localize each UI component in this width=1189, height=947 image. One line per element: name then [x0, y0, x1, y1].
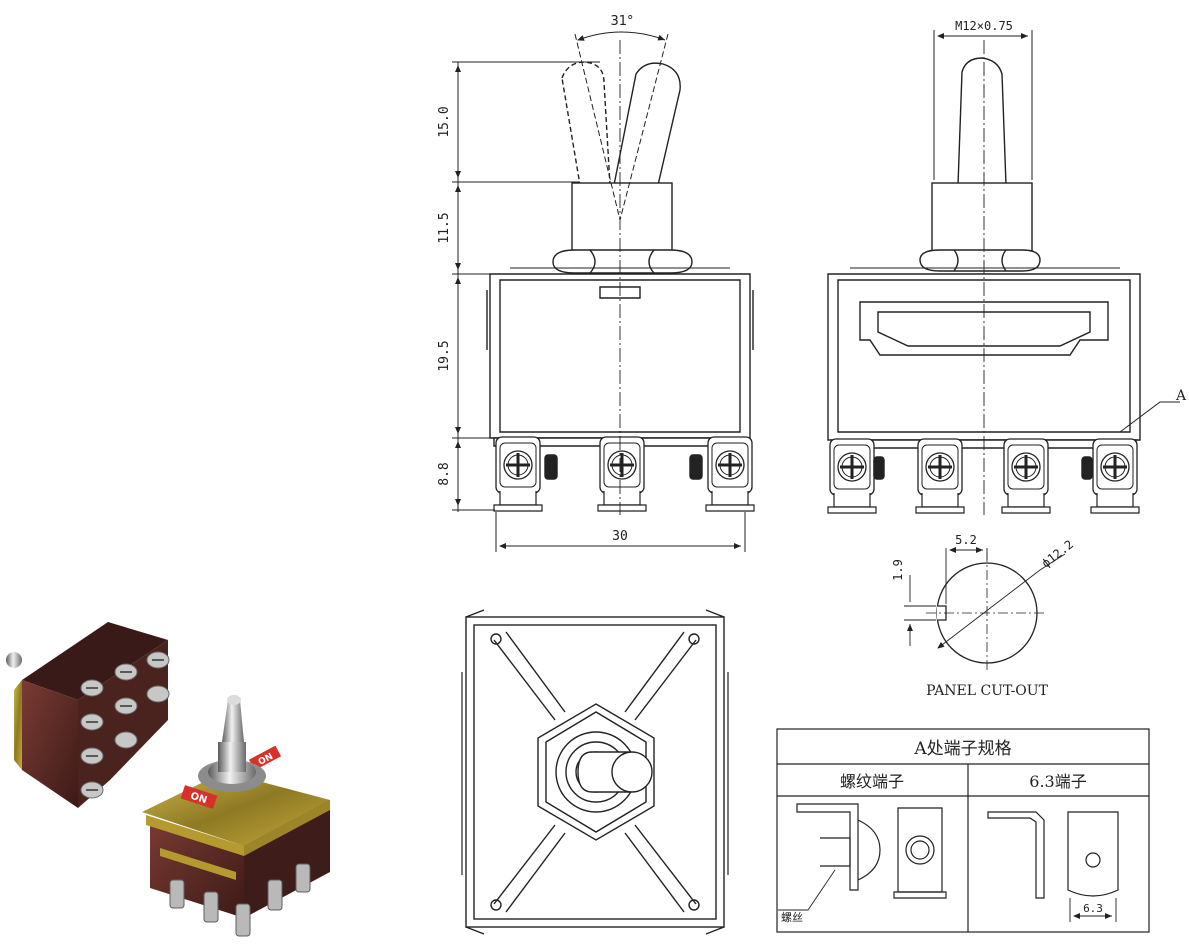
- rocker-window: [859, 301, 1109, 356]
- side-terminal-3: [1000, 437, 1052, 515]
- side-terminal-1: [826, 437, 878, 515]
- side-nut: [919, 249, 1041, 272]
- screw-label: 螺丝: [781, 911, 803, 924]
- photo-switch-back: [6, 622, 170, 808]
- nut: [552, 249, 693, 274]
- side-lever: [957, 57, 1007, 186]
- lever: [613, 62, 681, 186]
- side-view: [826, 30, 1180, 515]
- top-strap-x: [493, 631, 697, 913]
- panel-cutout: [904, 547, 1066, 670]
- photo-switch-front: [142, 695, 330, 937]
- detail-a-marker: A: [1175, 388, 1187, 404]
- front-terminal-left: [492, 435, 544, 513]
- detail-a-leader: [1119, 401, 1180, 433]
- tab-terminal-header: 6.3端子: [1029, 772, 1086, 791]
- photo-label-on-1: ON: [189, 791, 208, 807]
- keyway-offset-label: 5.2: [955, 533, 977, 547]
- tab-width-label: 6.3: [1083, 902, 1103, 915]
- side-bushing: [931, 182, 1033, 252]
- bushing: [571, 182, 673, 252]
- front-terminal-center: [596, 435, 648, 513]
- angle-dimension: [574, 31, 669, 221]
- thread-label: M12×0.75: [955, 19, 1013, 33]
- width-dimension: [495, 512, 746, 552]
- hole-diameter-label: ϕ12.2: [1039, 537, 1076, 570]
- body-height-label: 19.5: [437, 340, 452, 371]
- product-photo: [6, 622, 330, 937]
- cutout-caption: PANEL CUT-OUT: [926, 683, 1049, 699]
- bushing-height-label: 11.5: [437, 212, 452, 243]
- top-view: [461, 609, 729, 935]
- angle-label: 31°: [610, 14, 633, 29]
- screw-terminal-detail: [778, 803, 947, 911]
- screw-terminal-header: 螺纹端子: [840, 772, 904, 791]
- keyway-width-label: 1.9: [891, 559, 905, 581]
- height-dimensions: [452, 61, 600, 512]
- terminal-height-label: 8.8: [437, 462, 452, 485]
- front-view: [486, 40, 756, 515]
- terminal-table-title: A处端子规格: [913, 739, 1011, 759]
- side-terminal-2: [914, 437, 966, 515]
- width-label: 30: [612, 529, 628, 544]
- screw-leader: [778, 869, 836, 911]
- lever-height-label: 15.0: [437, 106, 452, 137]
- front-terminal-right: [704, 435, 756, 513]
- side-terminal-4: [1089, 437, 1141, 515]
- tab-terminal-detail: [987, 811, 1119, 922]
- diameter-leader: [937, 553, 1066, 649]
